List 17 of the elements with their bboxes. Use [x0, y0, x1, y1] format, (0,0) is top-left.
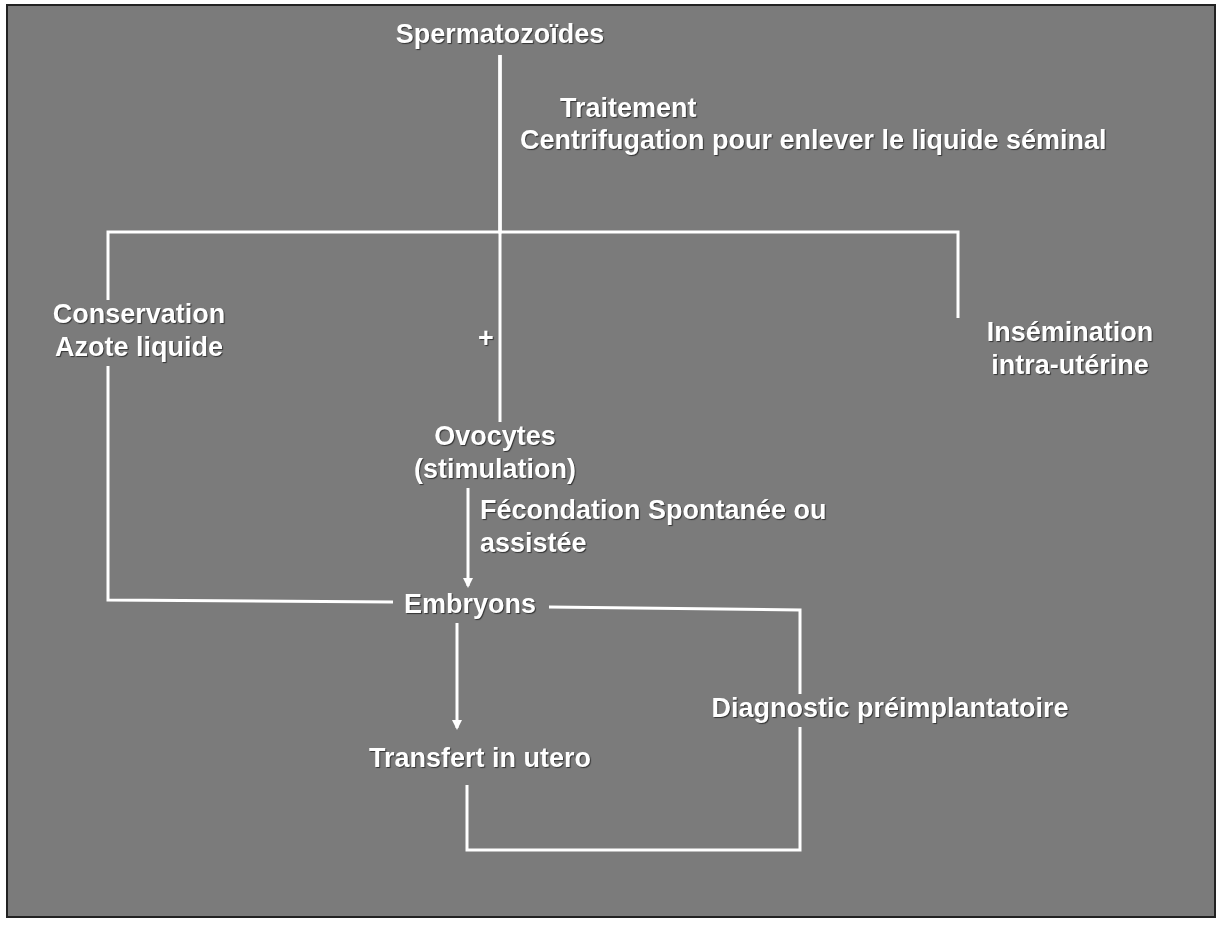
arrow — [452, 623, 462, 730]
connector-line — [549, 605, 802, 694]
connector-line — [498, 53, 502, 424]
node-label: Transfert in utero — [367, 742, 592, 775]
arrow — [463, 488, 473, 588]
node-label: Embryons — [402, 588, 537, 621]
edge-label: Fécondation Spontanée ou assistée — [480, 494, 828, 560]
node-label: Diagnostic préimplantatoire — [710, 692, 1070, 725]
node-label: Insémination intra-utérine — [985, 316, 1155, 382]
annotation-text: Traitement — [560, 92, 697, 125]
node-label: Conservation Azote liquide — [51, 298, 227, 364]
annotation-text: + — [478, 322, 494, 355]
connector-line — [106, 366, 393, 604]
annotation-text: Centrifugation pour enlever le liquide séminal — [520, 124, 1107, 157]
node-label: Ovocytes (stimulation) — [413, 420, 577, 486]
node-label: Spermatozoïdes — [394, 18, 606, 51]
connector-line — [465, 727, 802, 852]
